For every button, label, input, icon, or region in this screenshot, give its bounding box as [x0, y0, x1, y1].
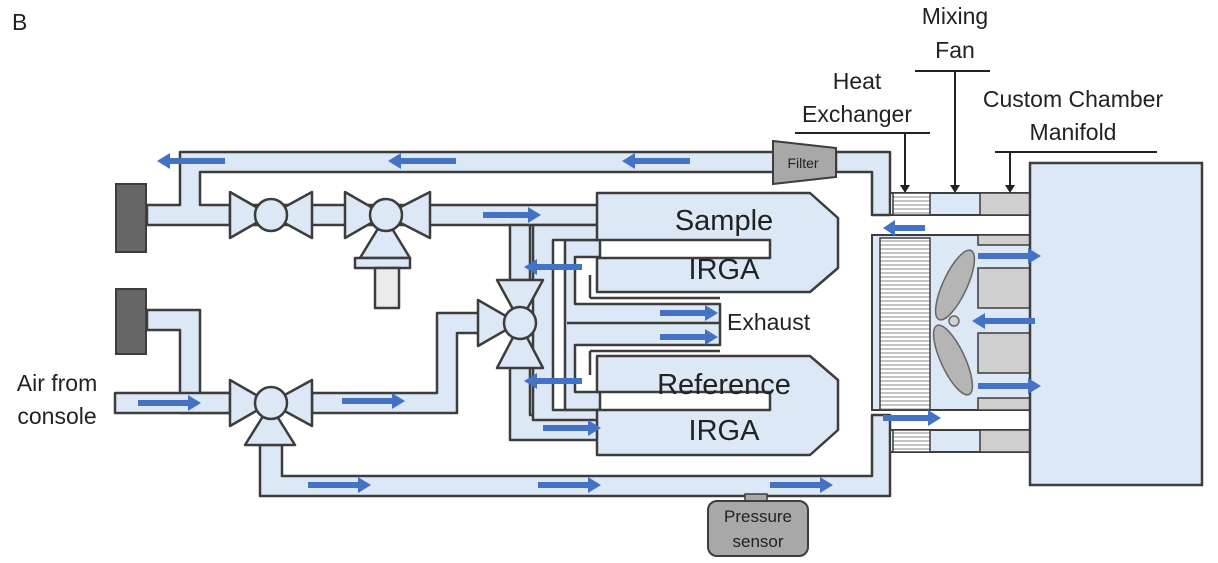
sample-irga-body — [595, 191, 840, 294]
vertical-sample-branch — [508, 223, 532, 282]
chamber-manifold-label-1: Custom Chamber — [983, 86, 1164, 112]
top-return-tube — [145, 150, 780, 227]
filter-label: Filter — [787, 155, 818, 171]
heat-exchanger-label-1: Heat — [833, 68, 882, 94]
callout-lines — [795, 70, 1157, 187]
top-left-block — [115, 183, 147, 253]
heat-exchanger-label-2: Exchanger — [802, 101, 912, 127]
mixing-fan-label-1: Mixing — [922, 3, 988, 29]
flow-arrow — [622, 153, 690, 169]
reference-irga-label-1: Reference — [657, 369, 791, 401]
flow-arrow — [342, 393, 405, 409]
fan-blade-lower — [932, 324, 974, 396]
flow-arrow — [978, 378, 1041, 394]
flow-arrow — [524, 373, 582, 389]
callout-arrowheads — [900, 185, 1015, 193]
flow-arrow — [308, 477, 371, 493]
pressure-sensor-label-1: Pressure — [724, 507, 792, 526]
sample-irga-label-1: Sample — [675, 205, 773, 237]
flow-arrow — [972, 313, 1035, 329]
tubing — [113, 150, 892, 498]
flow-arrow — [138, 395, 201, 411]
custom-chamber — [1028, 161, 1204, 487]
filter: Filter — [772, 139, 837, 186]
flow-arrows — [138, 153, 1041, 493]
chamber-manifold-label-2: Manifold — [1030, 119, 1117, 145]
exhaust-dividers — [567, 275, 720, 375]
bottom-left-block — [115, 288, 147, 355]
reference-irga-label-2: IRGA — [689, 415, 761, 447]
sample-irga-label-2: IRGA — [689, 254, 761, 286]
flow-arrow — [978, 248, 1041, 264]
flow-arrow — [883, 220, 925, 236]
flow-arrow — [660, 329, 718, 345]
lower-valve — [228, 378, 314, 447]
upper-valve-1 — [228, 190, 314, 240]
pressure-sensor: Pressure sensor — [707, 493, 809, 557]
exhaust-label: Exhaust — [727, 309, 811, 335]
fan-hub — [948, 315, 960, 327]
air-from-console-label-1: Air from — [17, 370, 98, 396]
fan-blade-upper — [934, 249, 976, 321]
pressure-sensor-label-2: sensor — [732, 532, 783, 551]
flow-arrow — [483, 207, 541, 223]
panel-label: B — [12, 9, 27, 35]
reference-irga-body — [595, 354, 840, 457]
flow-arrow — [538, 477, 601, 493]
flow-arrow — [770, 477, 833, 493]
mixing-fan-label-2: Fan — [935, 37, 975, 63]
flow-arrow — [157, 153, 225, 169]
middle-valve — [476, 278, 545, 370]
upper-valve-2 — [343, 190, 432, 310]
flow-arrow — [543, 420, 601, 436]
filter-to-hx-tube — [834, 150, 892, 217]
air-from-console-label-2: console — [17, 403, 96, 429]
flow-arrow — [660, 305, 718, 321]
flow-arrow — [883, 410, 941, 426]
flow-arrow — [388, 153, 456, 169]
flow-arrow — [524, 259, 582, 275]
